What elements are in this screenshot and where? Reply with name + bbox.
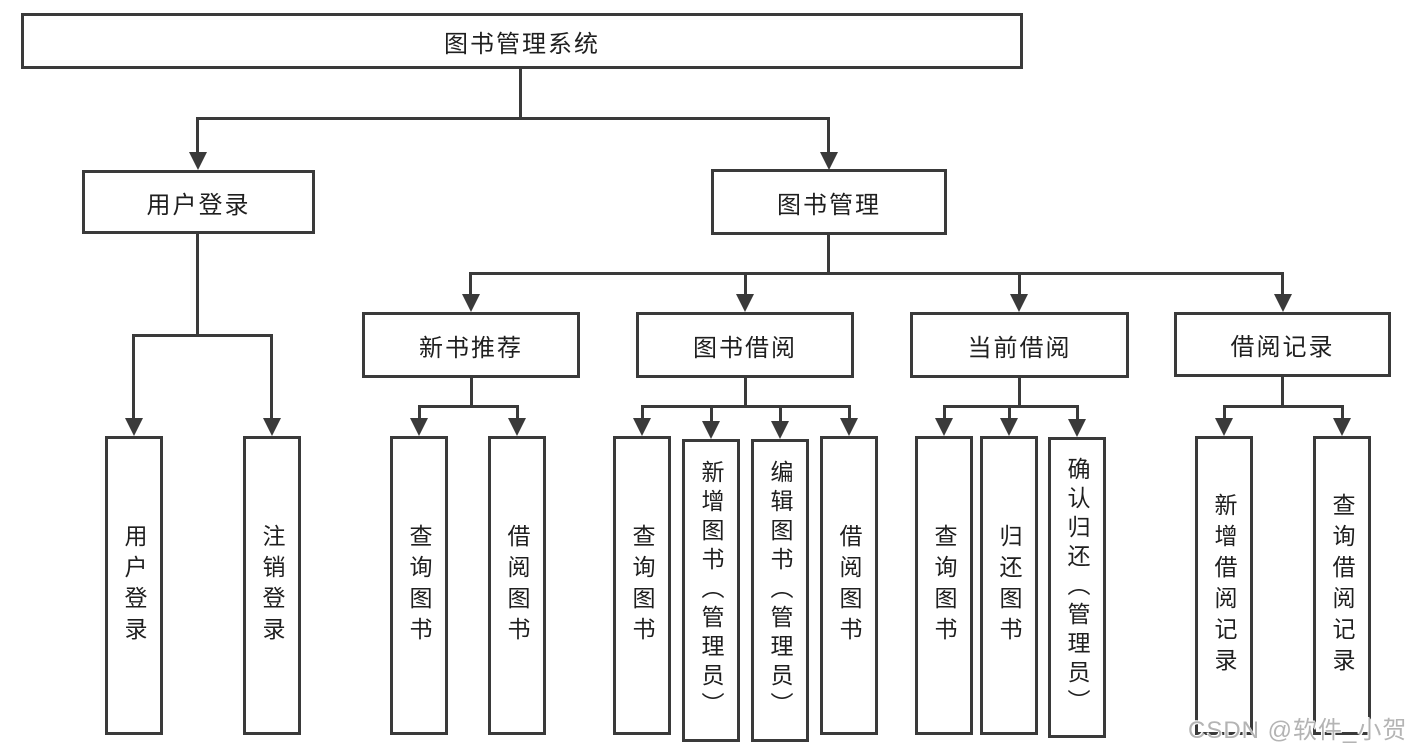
connector-line (1223, 405, 1226, 422)
leaf-add-book-admin: 新增图书（管理员） (682, 439, 740, 742)
connector-line (1341, 405, 1344, 422)
connector-line (196, 117, 199, 155)
arrowhead (840, 418, 858, 436)
leaf-add-borrow-record: 新增借阅记录 (1195, 436, 1253, 735)
connector-line (744, 378, 747, 408)
node-book-management: 图书管理 (711, 169, 947, 235)
connector-line (1008, 405, 1011, 422)
leaf-logout-login: 注销登录 (243, 436, 301, 735)
connector-line (132, 334, 135, 421)
arrowhead (1333, 418, 1351, 436)
connector-line (519, 67, 522, 119)
connector-line (270, 334, 273, 421)
connector-line (779, 405, 782, 423)
leaf-query-books-borrowing: 查询图书 (613, 436, 671, 735)
leaf-return-book: 归还图书 (980, 436, 1038, 735)
connector-line (641, 405, 850, 408)
arrowhead (125, 418, 143, 436)
connector-line (418, 405, 421, 422)
leaf-query-books-current: 查询图书 (915, 436, 973, 735)
connector-line (943, 405, 946, 422)
arrowhead (935, 418, 953, 436)
arrowhead (263, 418, 281, 436)
arrowhead (1215, 418, 1233, 436)
connector-line (744, 272, 747, 298)
connector-line (1076, 405, 1079, 422)
leaf-query-borrow-record: 查询借阅记录 (1313, 436, 1371, 735)
arrowhead (1010, 294, 1028, 312)
arrowhead (189, 152, 207, 170)
connector-line (516, 405, 519, 422)
connector-line (469, 272, 1284, 275)
node-user-login: 用户登录 (82, 170, 315, 234)
leaf-user-login: 用户登录 (105, 436, 163, 735)
connector-line (943, 405, 1079, 408)
arrowhead (702, 421, 720, 439)
arrowhead (633, 418, 651, 436)
node-borrowing-records: 借阅记录 (1174, 312, 1391, 377)
connector-line (418, 405, 519, 408)
arrowhead (820, 152, 838, 170)
connector-line (196, 117, 830, 120)
arrowhead (462, 294, 480, 312)
arrowhead (1000, 418, 1018, 436)
node-new-book-recommend: 新书推荐 (362, 312, 580, 378)
leaf-borrow-books-borrowing: 借阅图书 (820, 436, 878, 735)
connector-line (1018, 378, 1021, 408)
connector-line (469, 272, 472, 298)
connector-line (1018, 272, 1021, 298)
arrowhead (736, 294, 754, 312)
arrowhead (1274, 294, 1292, 312)
csdn-watermark: CSDN @软件_小贺同学 (1188, 717, 1405, 744)
leaf-confirm-return-admin: 确认归还（管理员） (1048, 437, 1106, 738)
connector-line (710, 405, 713, 423)
arrowhead (410, 418, 428, 436)
connector-line (827, 117, 830, 155)
arrowhead (771, 421, 789, 439)
connector-line (641, 405, 644, 422)
arrowhead (1068, 419, 1086, 437)
connector-line (827, 235, 830, 275)
connector-line (1281, 272, 1284, 298)
connector-line (1281, 377, 1284, 408)
connector-line (132, 334, 273, 337)
leaf-query-books-recommend: 查询图书 (390, 436, 448, 735)
connector-line (196, 234, 199, 337)
arrowhead (508, 418, 526, 436)
connector-line (848, 405, 851, 422)
leaf-edit-book-admin: 编辑图书（管理员） (751, 439, 809, 742)
node-book-borrowing: 图书借阅 (636, 312, 854, 378)
leaf-borrow-books-recommend: 借阅图书 (488, 436, 546, 735)
connector-line (1223, 405, 1344, 408)
connector-line (470, 378, 473, 408)
node-library-management-system: 图书管理系统 (21, 13, 1023, 69)
node-current-borrowing: 当前借阅 (910, 312, 1129, 378)
